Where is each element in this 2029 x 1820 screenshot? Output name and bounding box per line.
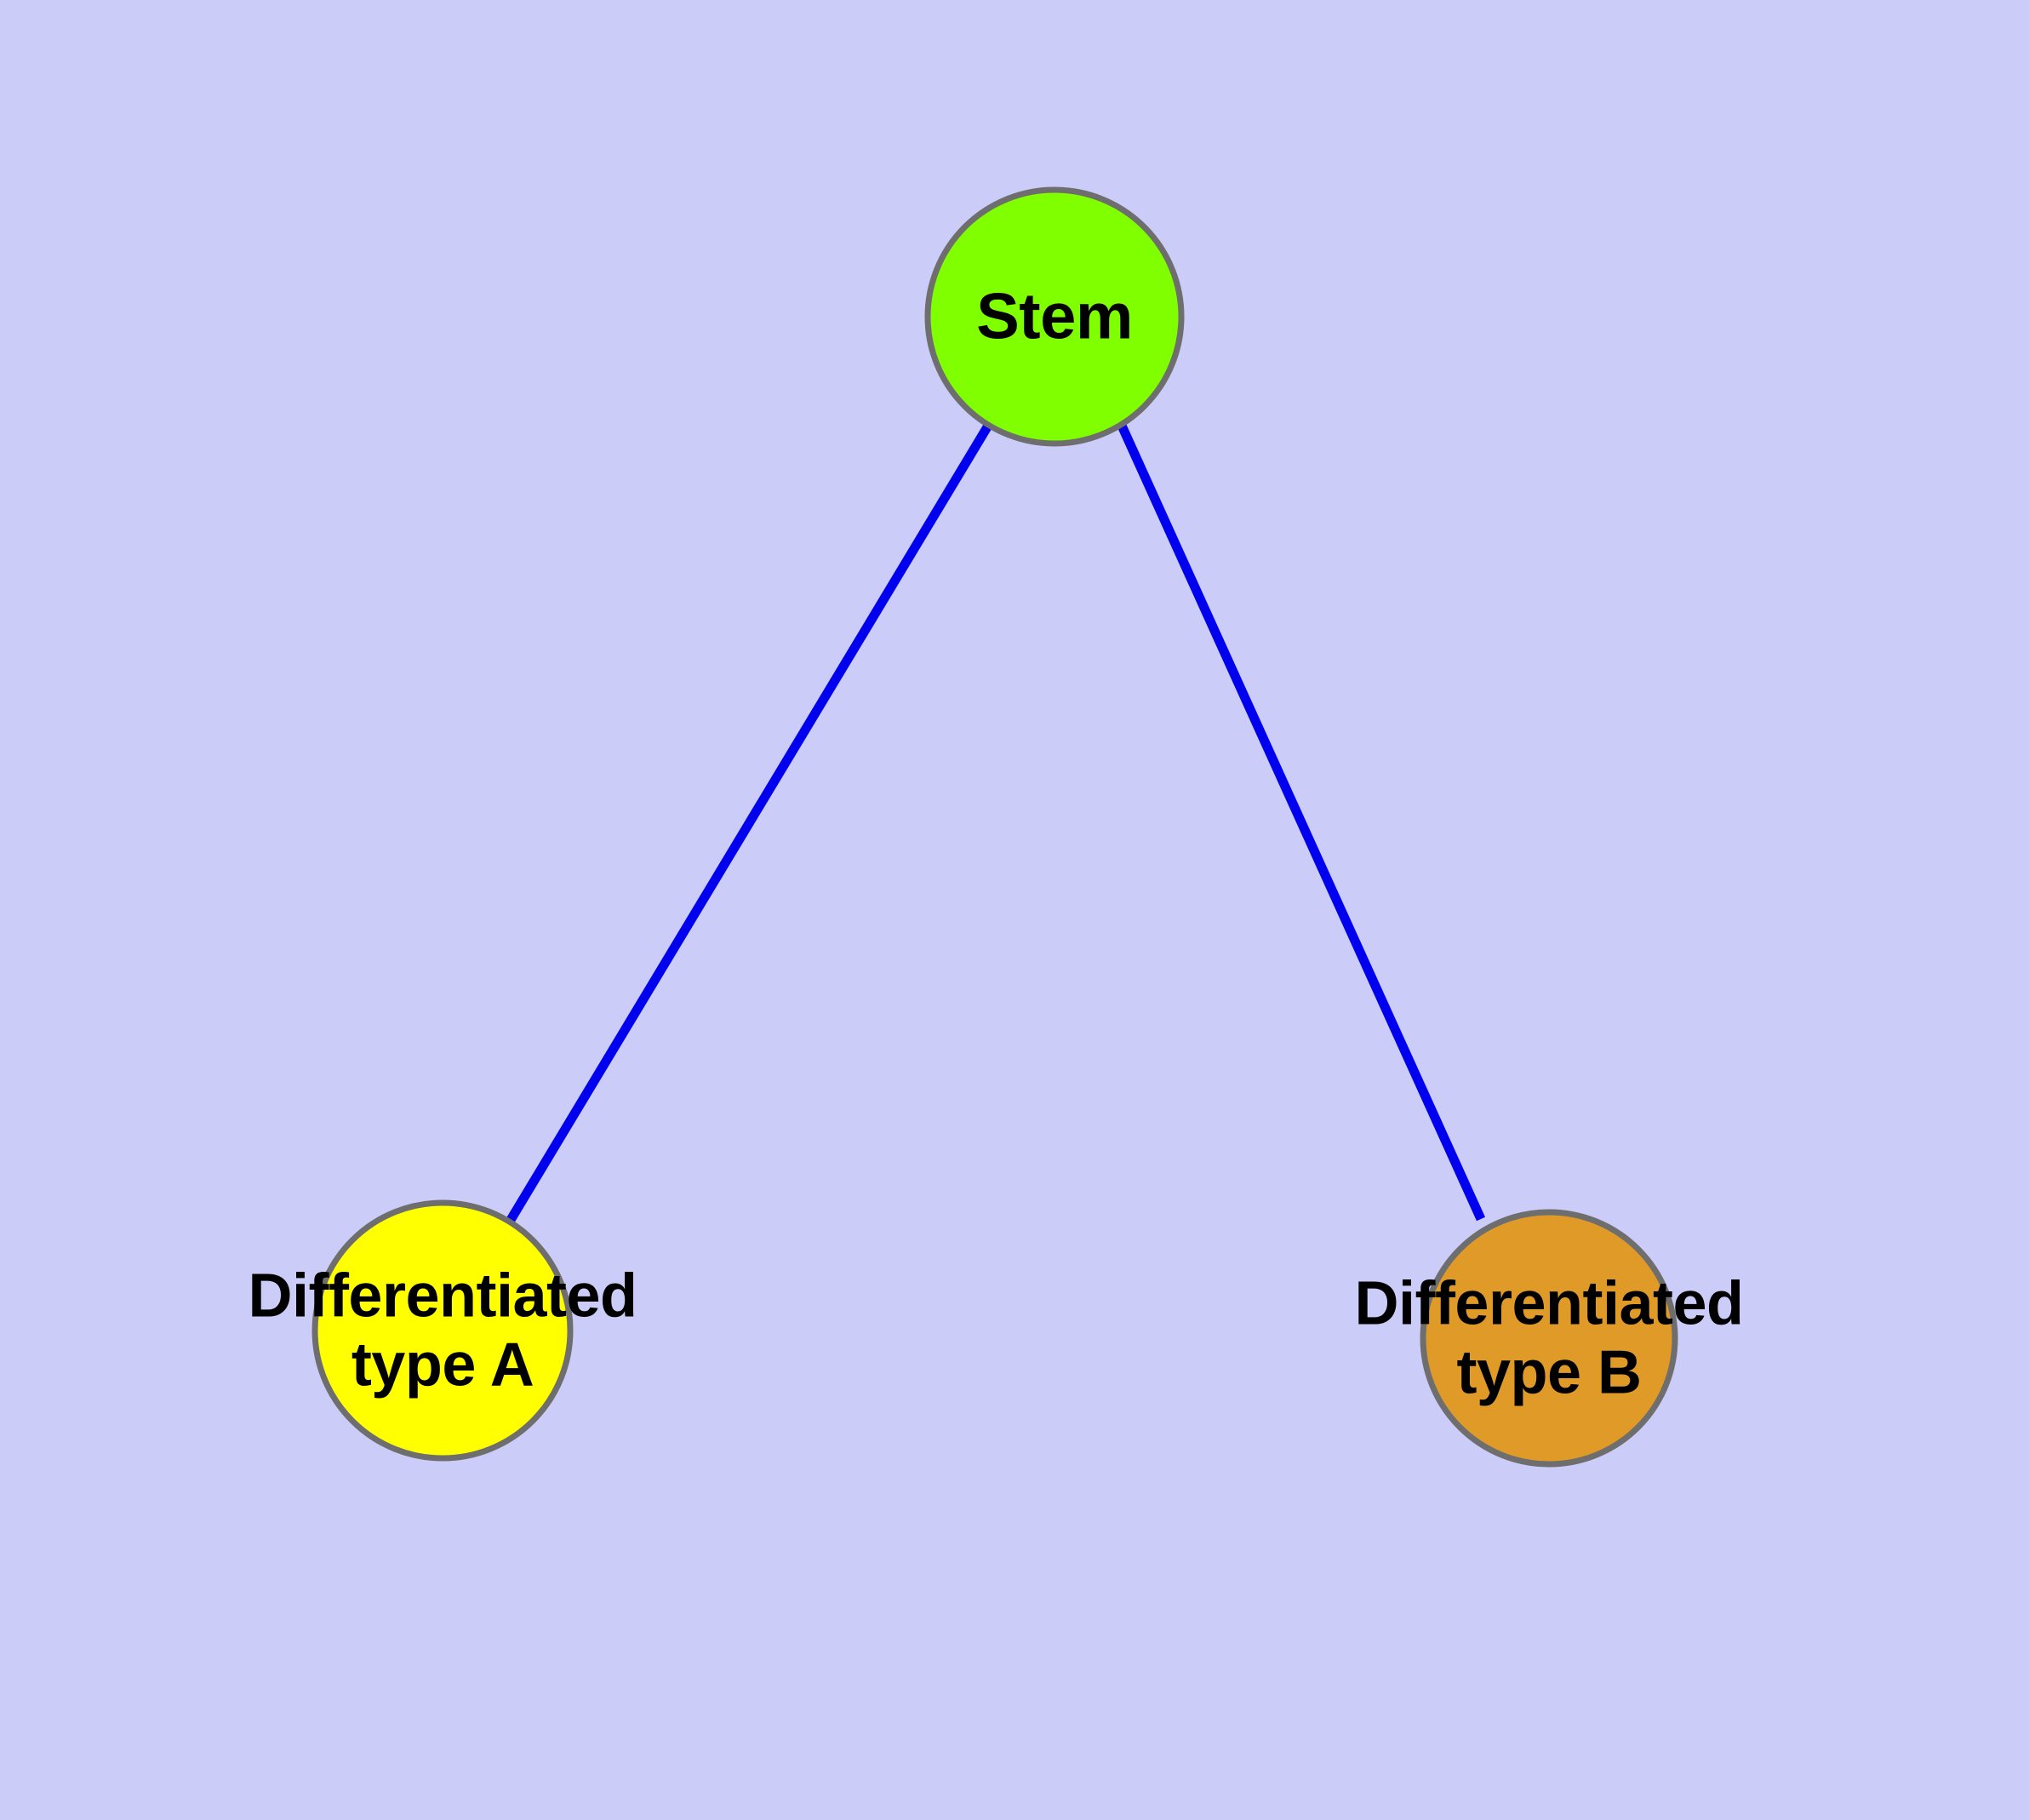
graph-node-diff-b[interactable] bbox=[1420, 1209, 1678, 1468]
node-layer bbox=[311, 186, 1678, 1468]
graph-node-stem[interactable] bbox=[924, 186, 1185, 447]
edge-layer bbox=[506, 423, 1486, 1222]
graph-edge-stem-to-diff-b[interactable] bbox=[1117, 423, 1486, 1222]
graph-node-diff-a[interactable] bbox=[311, 1199, 574, 1462]
graph-edge-stem-to-diff-a[interactable] bbox=[506, 423, 992, 1222]
